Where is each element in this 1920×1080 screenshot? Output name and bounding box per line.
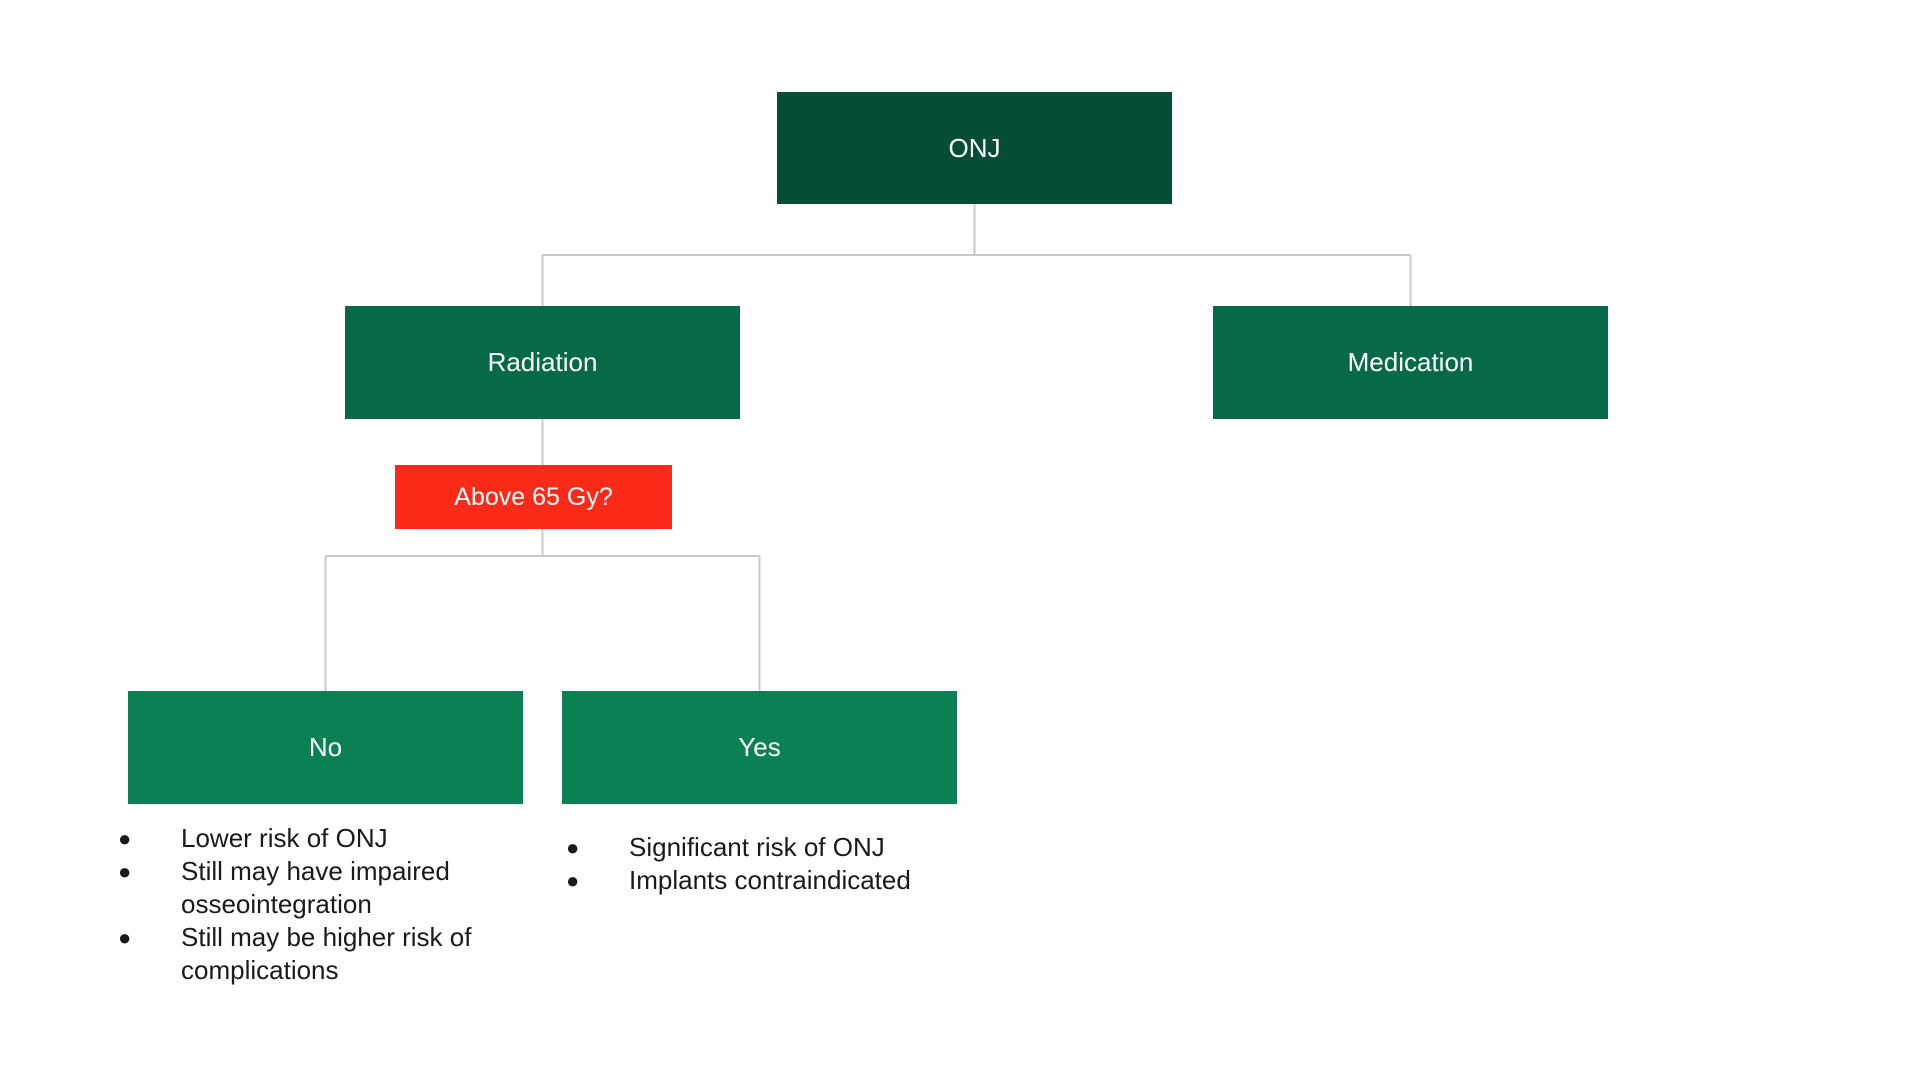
note-item: ● Significant risk of ONJ bbox=[566, 831, 986, 864]
answer-node-label: No bbox=[308, 732, 343, 762]
note-item: ● Still may have impaired osseointegratio… bbox=[118, 855, 518, 921]
notes-list-no: ● Lower risk of ONJ ● Still may have impai… bbox=[118, 822, 518, 987]
note-item: ● Implants contraindicated bbox=[566, 864, 986, 897]
category-node-label: Medication bbox=[1347, 347, 1474, 377]
bullet-icon: ● bbox=[566, 868, 580, 893]
bullet-icon: ● bbox=[566, 835, 580, 860]
notes-list-yes: ● Significant risk of ONJ ● Implants contr… bbox=[566, 831, 986, 897]
answer-node-label: Yes bbox=[738, 732, 781, 762]
bullet-icon: ● bbox=[118, 925, 132, 950]
bullet-icon: ● bbox=[118, 859, 132, 884]
note-text: Lower risk of ONJ bbox=[181, 823, 388, 853]
note-text: Still may be higher risk of complication… bbox=[181, 922, 472, 985]
root-node-label: ONJ bbox=[948, 132, 1001, 163]
note-text: Still may have impaired osseointegration bbox=[181, 856, 450, 919]
category-node-medication: Medication bbox=[1213, 306, 1608, 419]
question-node-label: Above 65 Gy? bbox=[454, 482, 613, 511]
bullet-icon: ● bbox=[118, 826, 132, 851]
note-item: ● Lower risk of ONJ bbox=[118, 822, 518, 855]
category-node-radiation: Radiation bbox=[345, 306, 740, 419]
note-text: Significant risk of ONJ bbox=[629, 832, 885, 862]
answer-node-no: No bbox=[128, 691, 523, 804]
connector-group bbox=[324, 204, 1412, 691]
category-node-label: Radiation bbox=[487, 347, 598, 377]
question-node-dose: Above 65 Gy? bbox=[395, 465, 672, 529]
root-node-onj: ONJ bbox=[777, 92, 1172, 204]
note-text: Implants contraindicated bbox=[629, 865, 911, 895]
note-item: ● Still may be higher risk of complicatio… bbox=[118, 921, 518, 987]
answer-node-yes: Yes bbox=[562, 691, 957, 804]
